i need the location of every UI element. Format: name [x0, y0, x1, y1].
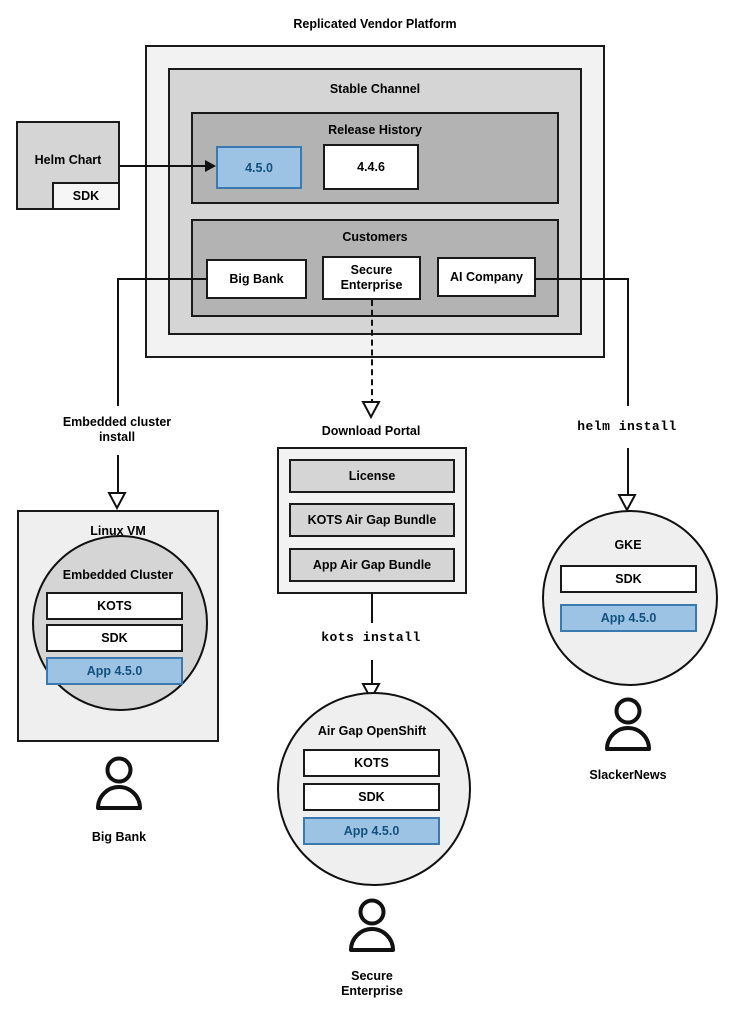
- air-gap-openshift-label: Air Gap OpenShift: [317, 724, 427, 738]
- stable-channel-label: Stable Channel: [329, 82, 421, 96]
- edge-kots-install-stem-top: [371, 594, 373, 623]
- customer-name-label: Secure Enterprise: [340, 263, 403, 293]
- user-icon-big-bank: [96, 756, 142, 810]
- edge-label-kots-install: kots install: [321, 630, 421, 645]
- user-label-big-bank: Big Bank: [91, 830, 147, 844]
- release-history-label: Release History: [328, 123, 422, 137]
- component-label: App 4.5.0: [600, 611, 657, 625]
- customer-card-secure-enterprise[interactable]: Secure Enterprise: [322, 256, 421, 300]
- helm-chart-label: Helm Chart: [34, 153, 102, 167]
- release-card-4-5-0[interactable]: 4.5.0: [216, 146, 302, 189]
- edge-big-bank-vertical: [117, 278, 119, 406]
- linux-vm-component-kots[interactable]: KOTS: [46, 592, 183, 620]
- edge-kots-install-arrowhead-wrap: [361, 683, 381, 702]
- linux-vm-component-app[interactable]: App 4.5.0: [46, 657, 183, 685]
- edge-secure-enterprise-dashed: [371, 300, 373, 405]
- release-version-label: 4.4.6: [357, 160, 385, 174]
- edge-helm-install-stem: [627, 448, 629, 500]
- edge-helm-install-arrowhead-wrap: [617, 494, 637, 513]
- component-label: KOTS: [97, 599, 132, 613]
- edge-embedded-cluster-install-stem: [117, 455, 119, 499]
- page-title: Replicated Vendor Platform: [293, 17, 457, 31]
- download-portal-artifact-license[interactable]: License: [289, 459, 455, 493]
- linux-vm-component-sdk[interactable]: SDK: [46, 624, 183, 652]
- edge-helm-chart-to-release-arrowhead: [205, 160, 216, 172]
- openshift-component-kots[interactable]: KOTS: [303, 749, 440, 777]
- embedded-cluster-label: Embedded Cluster: [62, 568, 174, 582]
- component-label: SDK: [615, 572, 642, 586]
- edge-ai-company-vertical: [627, 278, 629, 406]
- customer-card-big-bank[interactable]: Big Bank: [206, 259, 307, 299]
- customer-card-ai-company[interactable]: AI Company: [437, 257, 536, 297]
- user-icon-slackernews: [605, 697, 651, 751]
- component-label: App 4.5.0: [86, 664, 143, 678]
- openshift-component-app[interactable]: App 4.5.0: [303, 817, 440, 845]
- user-icon-secure-enterprise: [349, 898, 395, 952]
- gke-circle[interactable]: [542, 510, 718, 686]
- artifact-label: License: [348, 469, 396, 483]
- component-label: KOTS: [354, 756, 389, 770]
- artifact-label: KOTS Air Gap Bundle: [307, 513, 437, 527]
- gke-label: GKE: [614, 538, 642, 552]
- customer-name-label: AI Company: [450, 270, 523, 284]
- edge-big-bank-horizontal: [117, 278, 208, 280]
- edge-kots-install-stem-bottom: [371, 660, 373, 690]
- edge-helm-chart-to-release: [120, 165, 207, 167]
- linux-vm-label: Linux VM: [90, 524, 146, 538]
- download-portal-artifact-kots-air-gap-bundle[interactable]: KOTS Air Gap Bundle: [289, 503, 455, 537]
- edge-download-portal-arrowhead-wrap: [361, 401, 381, 420]
- component-label: SDK: [358, 790, 385, 804]
- component-label: App 4.5.0: [343, 824, 400, 838]
- sdk-label: SDK: [72, 189, 100, 203]
- user-label-slackernews: SlackerNews: [589, 768, 667, 782]
- customer-name-label: Big Bank: [229, 272, 284, 286]
- release-version-label: 4.5.0: [245, 161, 273, 175]
- openshift-component-sdk[interactable]: SDK: [303, 783, 440, 811]
- customers-label: Customers: [342, 230, 408, 244]
- component-label: SDK: [101, 631, 128, 645]
- edge-embedded-cluster-install-arrowhead-wrap: [107, 492, 127, 511]
- helm-chart-sdk-box[interactable]: SDK: [52, 182, 120, 210]
- artifact-label: App Air Gap Bundle: [312, 558, 432, 572]
- edge-label-embedded-cluster-install: Embedded cluster install: [62, 415, 172, 445]
- edge-ai-company-horizontal: [534, 278, 629, 280]
- gke-component-app[interactable]: App 4.5.0: [560, 604, 697, 632]
- edge-label-helm-install: helm install: [577, 419, 677, 434]
- user-label-secure-enterprise: Secure Enterprise: [341, 969, 403, 999]
- download-portal-label: Download Portal: [321, 424, 421, 438]
- release-card-4-4-6[interactable]: 4.4.6: [323, 144, 419, 190]
- gke-component-sdk[interactable]: SDK: [560, 565, 697, 593]
- download-portal-artifact-app-air-gap-bundle[interactable]: App Air Gap Bundle: [289, 548, 455, 582]
